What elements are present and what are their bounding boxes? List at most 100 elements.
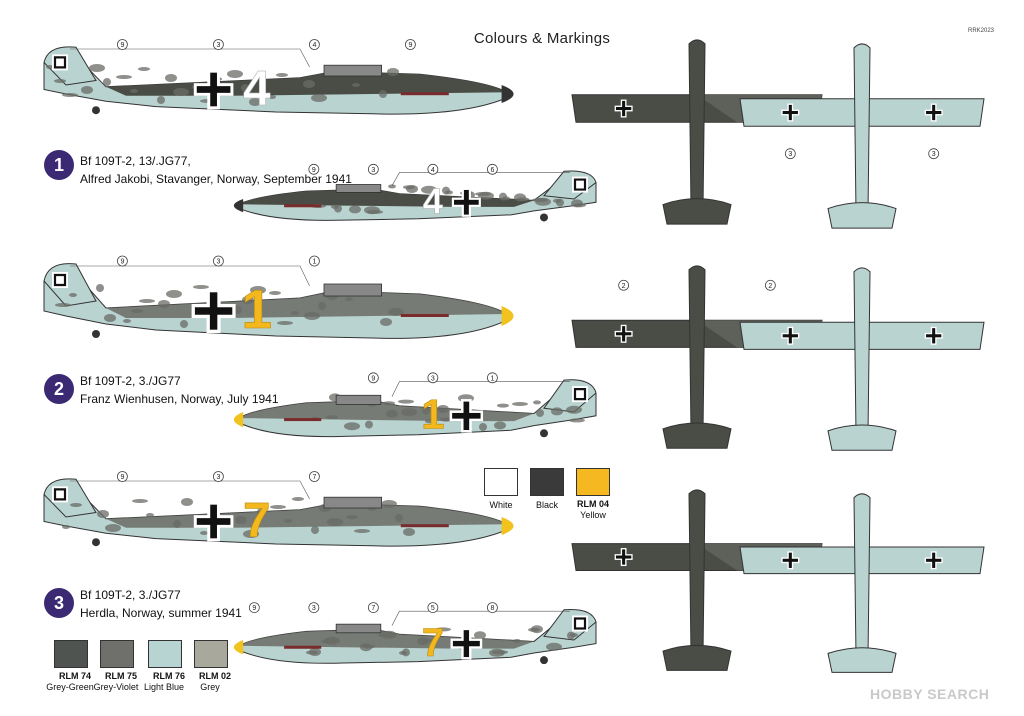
mottle-spot — [334, 204, 342, 213]
callout-marker: 2 — [764, 279, 776, 291]
callout-marker: 3 — [784, 148, 796, 160]
callout-marker: 9 — [308, 163, 320, 175]
spinner — [501, 306, 514, 326]
svg-text:7: 7 — [371, 605, 375, 612]
exhaust-stubs — [400, 92, 449, 96]
exhaust-stubs — [400, 314, 449, 317]
callout-marker: 1 — [486, 372, 498, 384]
scheme-1-line2: Alfred Jakobi, Stavanger, Norway, Septem… — [80, 172, 352, 186]
mottle-spot — [421, 185, 437, 194]
mottle-spot — [437, 405, 449, 413]
mottle-spot — [324, 636, 340, 645]
scheme-2-badge: 2 — [44, 374, 74, 404]
swatch-rlm76-chip — [148, 640, 182, 668]
mottle-spot — [270, 505, 286, 509]
tail-marking — [573, 388, 587, 401]
mottle-spot — [54, 79, 66, 83]
svg-text:9: 9 — [120, 259, 124, 266]
exhaust-stubs — [284, 645, 322, 649]
mottle-spot — [116, 75, 132, 79]
canopy — [323, 64, 382, 77]
mottle-spot — [349, 205, 361, 214]
exhaust-stubs — [400, 524, 449, 528]
mottle-spot — [292, 497, 304, 501]
callout-marker: 9 — [404, 39, 416, 50]
swatch-rlm74-label: Grey-Green — [46, 682, 94, 692]
svg-text:1: 1 — [312, 259, 316, 266]
fuselage — [688, 489, 706, 656]
mottle-spot — [311, 94, 327, 102]
mottle-spot — [146, 513, 154, 517]
swatch-rlm74: RLM 74 Grey-Green — [46, 640, 96, 693]
page-title: Colours & Markings — [473, 30, 611, 47]
tail-marking — [573, 178, 587, 191]
mottle-spot — [130, 89, 138, 93]
mottle-spot — [354, 529, 370, 533]
mottle-spot — [235, 516, 247, 524]
mottle-spot — [234, 306, 242, 314]
svg-text:2: 2 — [622, 283, 626, 290]
canopy — [335, 623, 382, 634]
mottle-spot — [535, 197, 551, 206]
mottle-spot — [326, 415, 338, 420]
mottle-spot — [435, 627, 451, 632]
mottle-spot — [97, 510, 109, 518]
mottle-spot — [512, 402, 528, 406]
mottle-spot — [479, 423, 487, 431]
mottle-spot — [304, 312, 320, 320]
swatch-rlm75-label: Grey-Violet — [93, 682, 139, 692]
mottle-spot — [181, 498, 193, 506]
callout-marker: 3 — [212, 471, 224, 482]
mottle-spot — [494, 421, 506, 430]
svg-text:9: 9 — [312, 167, 316, 174]
scheme-3-line1: Bf 109T-2, 3./JG77 — [80, 588, 181, 602]
mottle-spot — [492, 650, 508, 655]
mottle-spot — [249, 98, 261, 106]
swatch-yellow-chip — [576, 468, 610, 496]
mottle-spot — [363, 644, 375, 649]
mottle-spot — [365, 420, 373, 429]
fuselage-cross — [193, 501, 234, 542]
mottle-spot — [311, 526, 319, 534]
swatch-rlm02-code: RLM 02 — [198, 671, 231, 681]
mottle-spot — [533, 400, 541, 405]
mottle-spot — [309, 648, 321, 656]
swatch-rlm75-code: RLM 75 — [104, 671, 137, 681]
svg-text:3: 3 — [431, 375, 435, 382]
callout-marker: 3 — [212, 255, 224, 267]
fuselage-cross — [191, 289, 236, 333]
mottle-spot — [173, 520, 181, 528]
tailplane — [662, 198, 732, 225]
mottle-spot — [242, 296, 254, 304]
mottle-spot — [284, 519, 292, 523]
svg-text:9: 9 — [120, 474, 124, 481]
mottle-spot — [422, 406, 430, 415]
swatch-rlm75: RLM 75 Grey-Violet — [94, 640, 142, 693]
swatch-rlm02-label: Grey — [200, 682, 220, 692]
mottle-spot — [352, 83, 360, 87]
callout-marker: 7 — [308, 471, 320, 482]
mottle-spot — [381, 630, 397, 639]
mottle-spot — [388, 308, 404, 316]
mottle-spot — [420, 638, 432, 643]
wing-cross-left — [614, 99, 633, 118]
spinner — [233, 412, 244, 428]
callout-marker: 3 — [212, 39, 224, 50]
mottle-spot — [445, 190, 453, 195]
mottle-spot — [303, 80, 315, 88]
tailplane — [827, 202, 897, 229]
callout-marker: 4 — [427, 163, 439, 175]
scheme-3-badge: 3 — [44, 588, 74, 618]
svg-text:1: 1 — [490, 375, 494, 382]
callout-marker: 9 — [117, 255, 128, 267]
mottle-spot — [158, 300, 170, 308]
scheme-3-caption: Bf 109T-2, 3./JG77 Herdla, Norway, summe… — [80, 586, 242, 622]
tail-wheel — [540, 429, 548, 438]
mottle-spot — [345, 297, 353, 301]
mottle-spot — [62, 93, 78, 97]
swatch-rlm74-code: RLM 74 — [58, 671, 91, 681]
